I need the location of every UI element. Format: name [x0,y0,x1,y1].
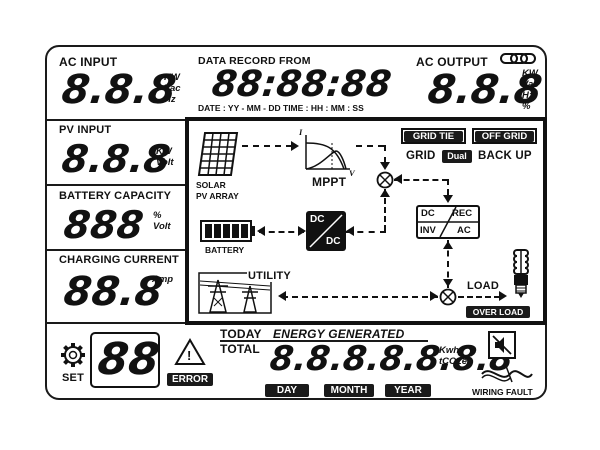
converter-inv-label: INV [420,225,436,236]
arrow-up-icon [443,241,453,249]
off-grid-label: OFF GRID [475,131,534,142]
back-up-mode-label: BACK UP [478,150,532,162]
pv-input-label: PV INPUT [59,124,112,136]
arrow-left-icon [257,226,265,236]
set-label: SET [62,372,84,384]
utility-to-load-line [282,296,438,298]
error-indicator: ERROR [167,373,213,386]
divider [45,184,185,186]
wiring-fault-label: WIRING FAULT [472,387,533,397]
data-record-format: DATE : YY - MM - DD TIME : HH : MM : SS [198,103,364,113]
grid-tie-mode [401,128,466,144]
grid-tie-label: GRID TIE [404,131,463,142]
set-display-frame [90,332,160,388]
divider [45,119,185,121]
data-record-display: 88:88:88 [209,64,394,105]
converter-ac-label: AC [457,225,471,236]
battery-capacity-display: 888 [61,203,146,247]
dcdc-bottom-label: DC [326,236,341,247]
solar-label: SOLAR [196,180,226,190]
battery-capacity-label: BATTERY CAPACITY [59,190,172,202]
junction-to-dcdc-line [346,231,386,233]
warning-symbol: ! [187,348,192,363]
mppt-axis-v: V [349,168,355,178]
total-label: TOTAL [220,342,260,356]
utility-label: UTILITY [247,270,292,282]
junction-to-inverter-line [394,179,448,181]
chain-link-icon [500,53,536,64]
battery-icon [200,220,255,242]
divider [45,249,185,251]
converter-dc-label: DC [421,208,435,219]
grid-mode-label: GRID [406,150,436,162]
set-display: 88 [95,334,162,385]
day-button[interactable]: DAY [265,384,309,397]
pv-input-units: KW Volt [156,146,174,168]
ac-output-label: AC OUTPUT [416,55,488,69]
arrow-down-icon [443,195,453,203]
warning-icon [174,338,206,365]
junction-to-inverter-vline [447,179,449,195]
year-button[interactable]: YEAR [385,384,431,397]
inverter-divider [418,206,478,238]
battery-label: BATTERY [205,245,245,255]
arrow-right-icon [499,291,507,301]
mppt-curve-icon [305,135,350,170]
energy-generated-title: ENERGY GENERATED [273,327,405,341]
wiring-fault-icon [481,365,533,383]
mppt-axis-i: I [299,127,303,137]
gear-icon[interactable] [60,342,86,368]
arrow-down-icon [443,279,453,287]
ac-input-units: KW Vac Hz [164,72,181,105]
system-diagram-frame [185,117,547,325]
arrow-right-icon [298,226,306,236]
light-bulb-icon [513,249,529,298]
ac-input-label: AC INPUT [59,55,118,69]
mppt-label: MPPT [312,175,347,189]
arrow-left-icon [346,226,354,236]
off-grid-mode [472,128,537,144]
junction-icon [376,171,394,189]
arrow-down-icon [380,162,390,170]
energy-units: Kwh tCO2e [439,345,467,367]
energy-divider [220,340,428,342]
dcdc-to-battery-line [259,231,304,233]
converter-rec-label: REC [452,208,473,219]
mute-speaker-icon [488,331,516,359]
inverter-rectifier-box [416,205,480,239]
ac-input-display: 8.8.8 [59,67,179,113]
solar-panel-icon [197,132,239,176]
arrow-right-icon [291,141,299,151]
dcdc-top-label: DC [310,214,325,225]
junction-to-load-line [458,296,500,298]
ac-output-units: KW Vac Hz % [522,68,539,112]
junction-to-dcdc-vline [384,189,386,231]
mppt-to-junction-line [356,145,384,147]
arrow-up-icon [380,189,390,197]
charging-current-units: Amp [152,274,174,285]
data-record-label: DATA RECORD FROM [198,55,311,67]
pv-array-label: PV ARRAY [196,191,239,201]
charging-current-label: CHARGING CURRENT [59,254,179,266]
inverter-to-load-vline [447,240,449,288]
mppt-to-junction-vline [384,145,386,163]
solar-to-mppt-line [242,145,292,147]
battery-capacity-units: % Volt [153,210,171,232]
arrow-left-icon [278,291,286,301]
arrow-left-icon [394,174,402,184]
charging-current-display: 88.8 [61,269,166,315]
dual-mode-label: Dual [442,150,472,163]
dcdc-diagonal [309,214,343,248]
over-load-indicator: OVER LOAD [466,306,530,318]
junction-icon [439,288,457,306]
today-label: TODAY [220,327,262,341]
arrow-right-icon [430,291,438,301]
month-button[interactable]: MONTH [324,384,374,397]
load-label: LOAD [467,280,499,292]
